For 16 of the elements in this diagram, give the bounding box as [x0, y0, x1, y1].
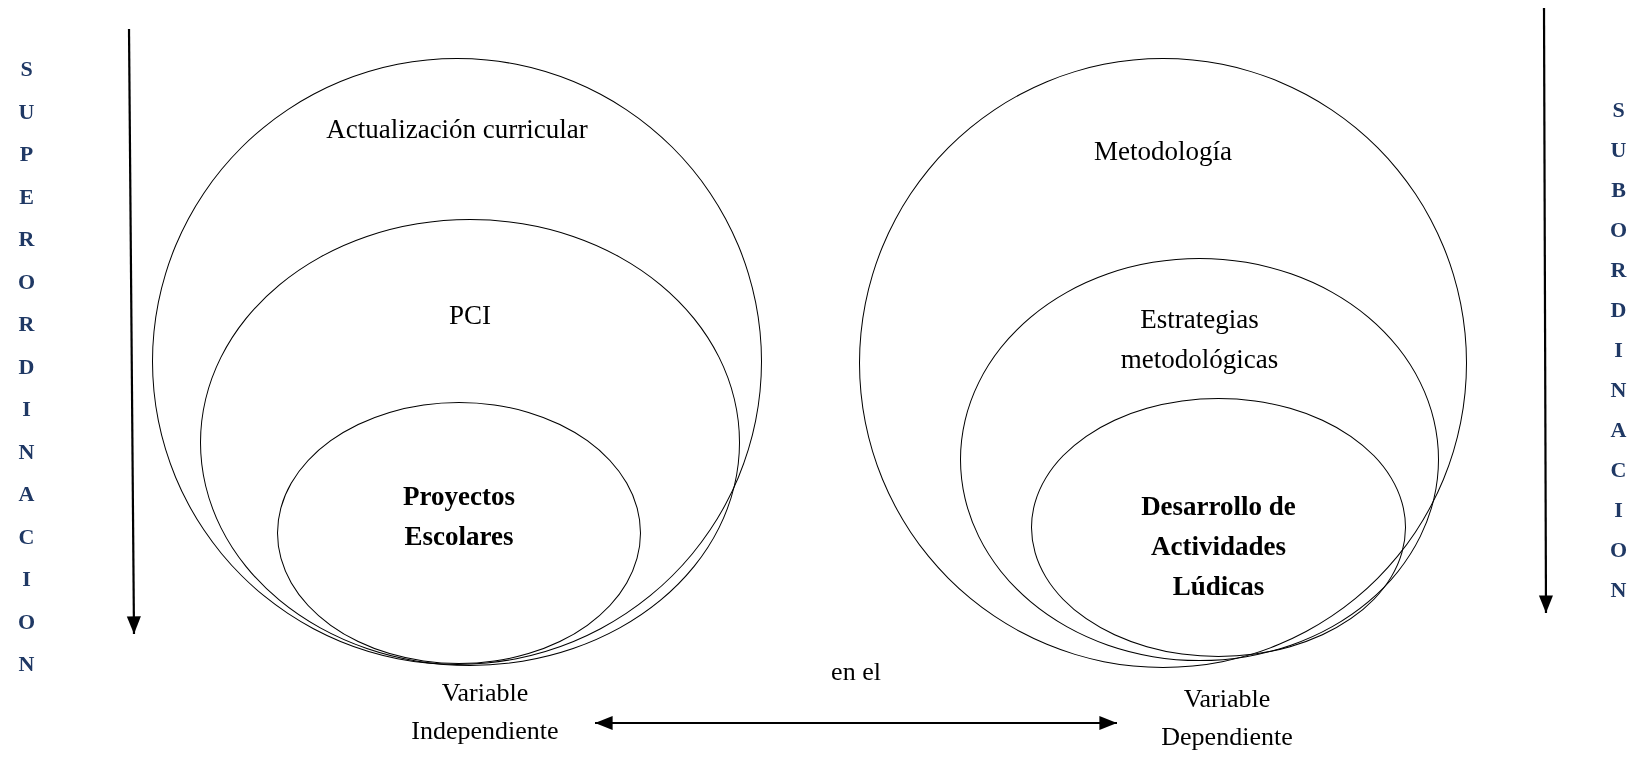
- variable-text: Variable Independiente: [410, 677, 560, 747]
- circle-label: PCI: [448, 299, 492, 332]
- circle: [152, 58, 762, 665]
- circle-label: Actualización curricular: [325, 113, 589, 146]
- vertical-label: SUBORDINACION: [1610, 96, 1627, 604]
- variable-text: Variable Dependiente: [1160, 683, 1294, 753]
- double-arrow: [595, 715, 1117, 731]
- vertical-label: SUPERORDINACION: [18, 55, 35, 678]
- circle: [960, 258, 1439, 661]
- circle: [200, 219, 740, 666]
- circle-title: Desarrollo de Actividades Lúdicas: [1140, 490, 1297, 603]
- circle-label: Metodología: [1093, 135, 1233, 168]
- circle-label: Estrategias metodológicas: [1119, 303, 1280, 376]
- edge-label: en el: [830, 657, 882, 687]
- circle-title: Proyectos Escolares: [402, 480, 516, 553]
- circle: [1031, 398, 1406, 657]
